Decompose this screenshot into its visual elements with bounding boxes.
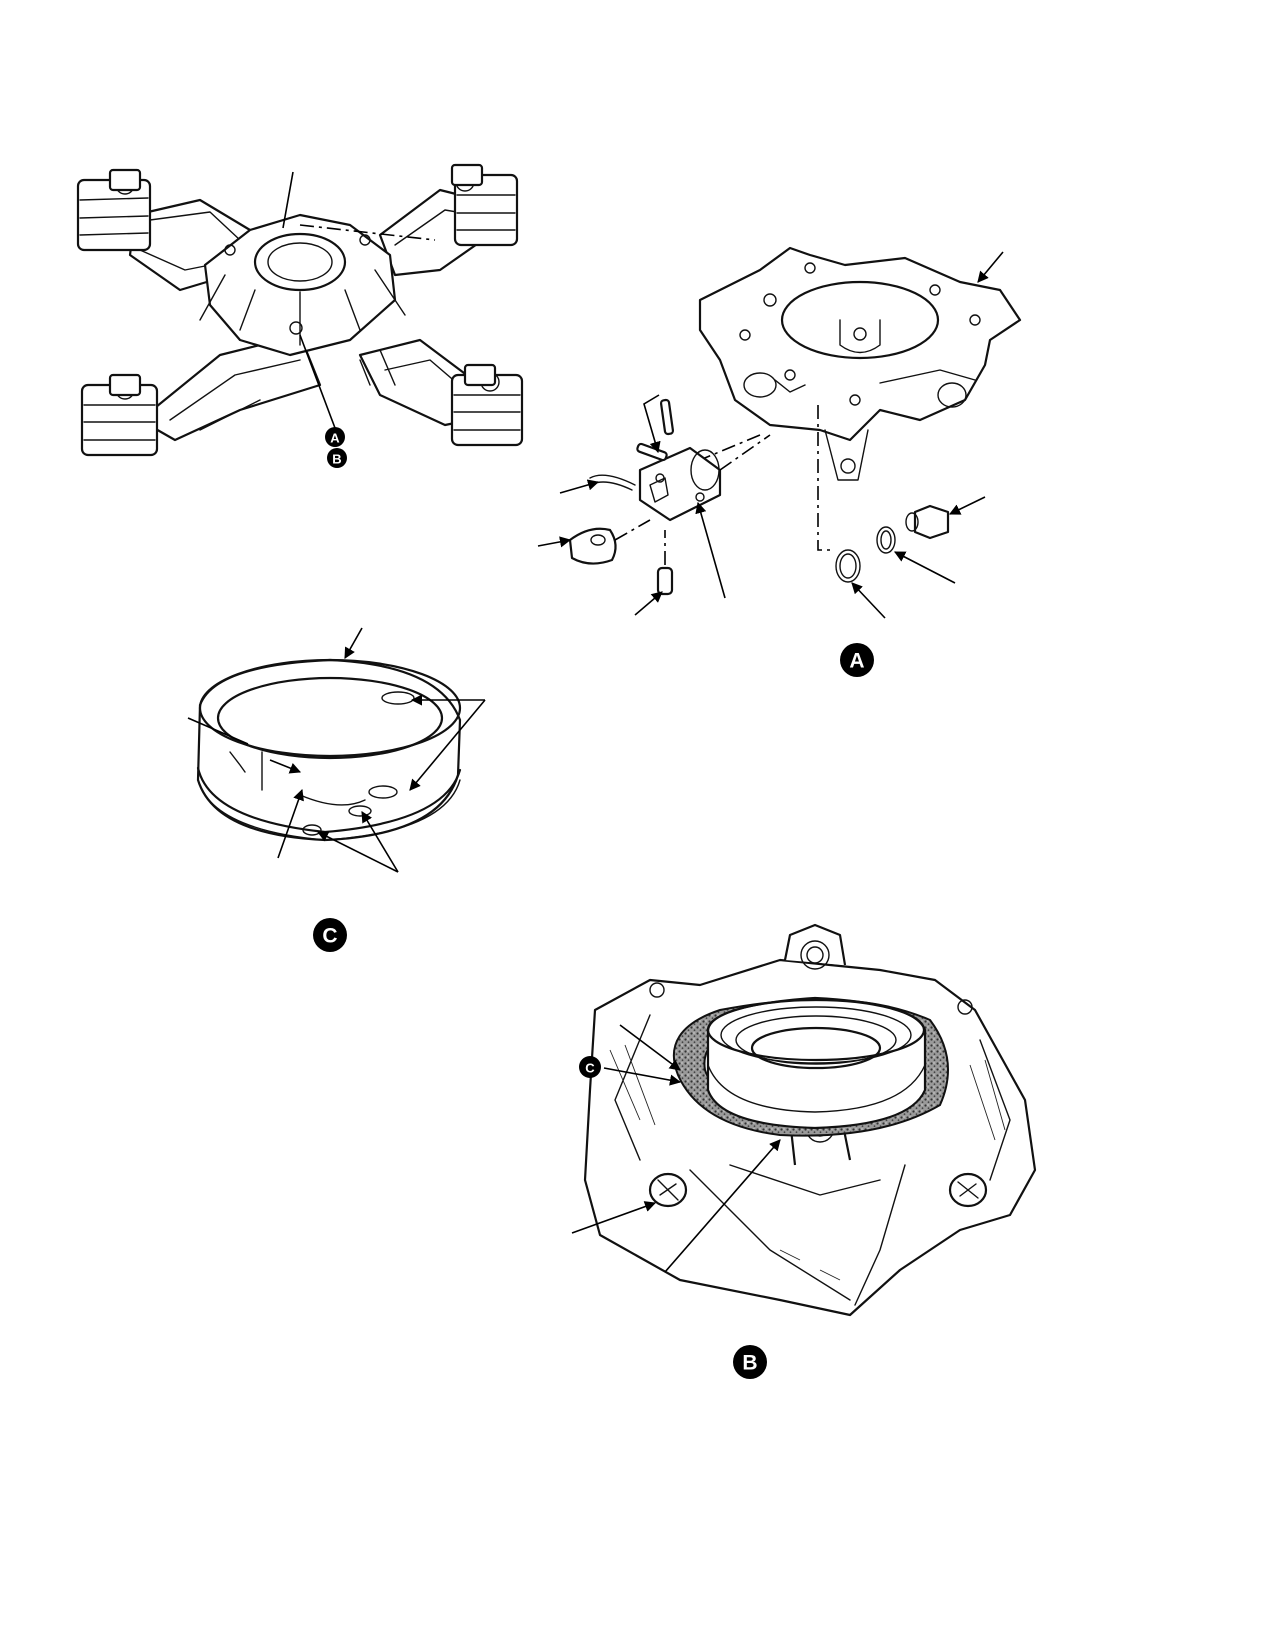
detail-c-callout-marker: C [579, 1056, 601, 1078]
sleeve-bushing [638, 446, 722, 522]
mount-plate-bore [780, 280, 940, 360]
detail-b-marker: B [327, 448, 347, 468]
detail-b-caption: B [733, 1345, 767, 1379]
detail-c-drawing: C [187, 627, 486, 952]
small-lug-right [957, 999, 973, 1015]
small-lug-left [649, 982, 665, 998]
hub-leader-line [282, 171, 294, 229]
svg-text:B: B [332, 452, 341, 467]
split-ring [196, 658, 462, 842]
upper-lug [783, 923, 847, 970]
blade-grip-upper-right [450, 163, 519, 247]
bearing-cup [706, 996, 927, 1130]
svg-text:B: B [742, 1352, 757, 1375]
lower-pin [634, 530, 674, 616]
hub-arm-lower-left [138, 333, 322, 442]
detail-a-caption: A [840, 643, 874, 677]
svg-text:C: C [322, 925, 337, 948]
svg-text:A: A [849, 650, 864, 673]
svg-text:A: A [330, 431, 340, 446]
rotor-hub-assembly-drawing: A B [76, 163, 524, 468]
blade-grip-upper-left [76, 168, 152, 252]
blade-grip-lower-right [450, 363, 524, 447]
retaining-ring-large [835, 549, 886, 619]
detail-c-caption: C [313, 918, 347, 952]
detail-ab-leader-line [299, 334, 336, 429]
hub-center-housing [199, 213, 406, 357]
roll-pins [636, 394, 675, 462]
detail-a-marker: A [325, 427, 345, 447]
side-bolt-right [948, 1172, 988, 1208]
spacer-washer [537, 519, 651, 565]
detail-b-drawing: C B [571, 923, 1037, 1379]
bearing-stud [905, 496, 986, 540]
detail-a-drawing: A [537, 246, 1022, 677]
blade-grip-lower-left [80, 373, 159, 457]
svg-text:C: C [585, 1061, 595, 1076]
retaining-ring-small [876, 526, 956, 584]
side-bolt-left [648, 1172, 688, 1208]
cotter-pin [559, 474, 636, 494]
